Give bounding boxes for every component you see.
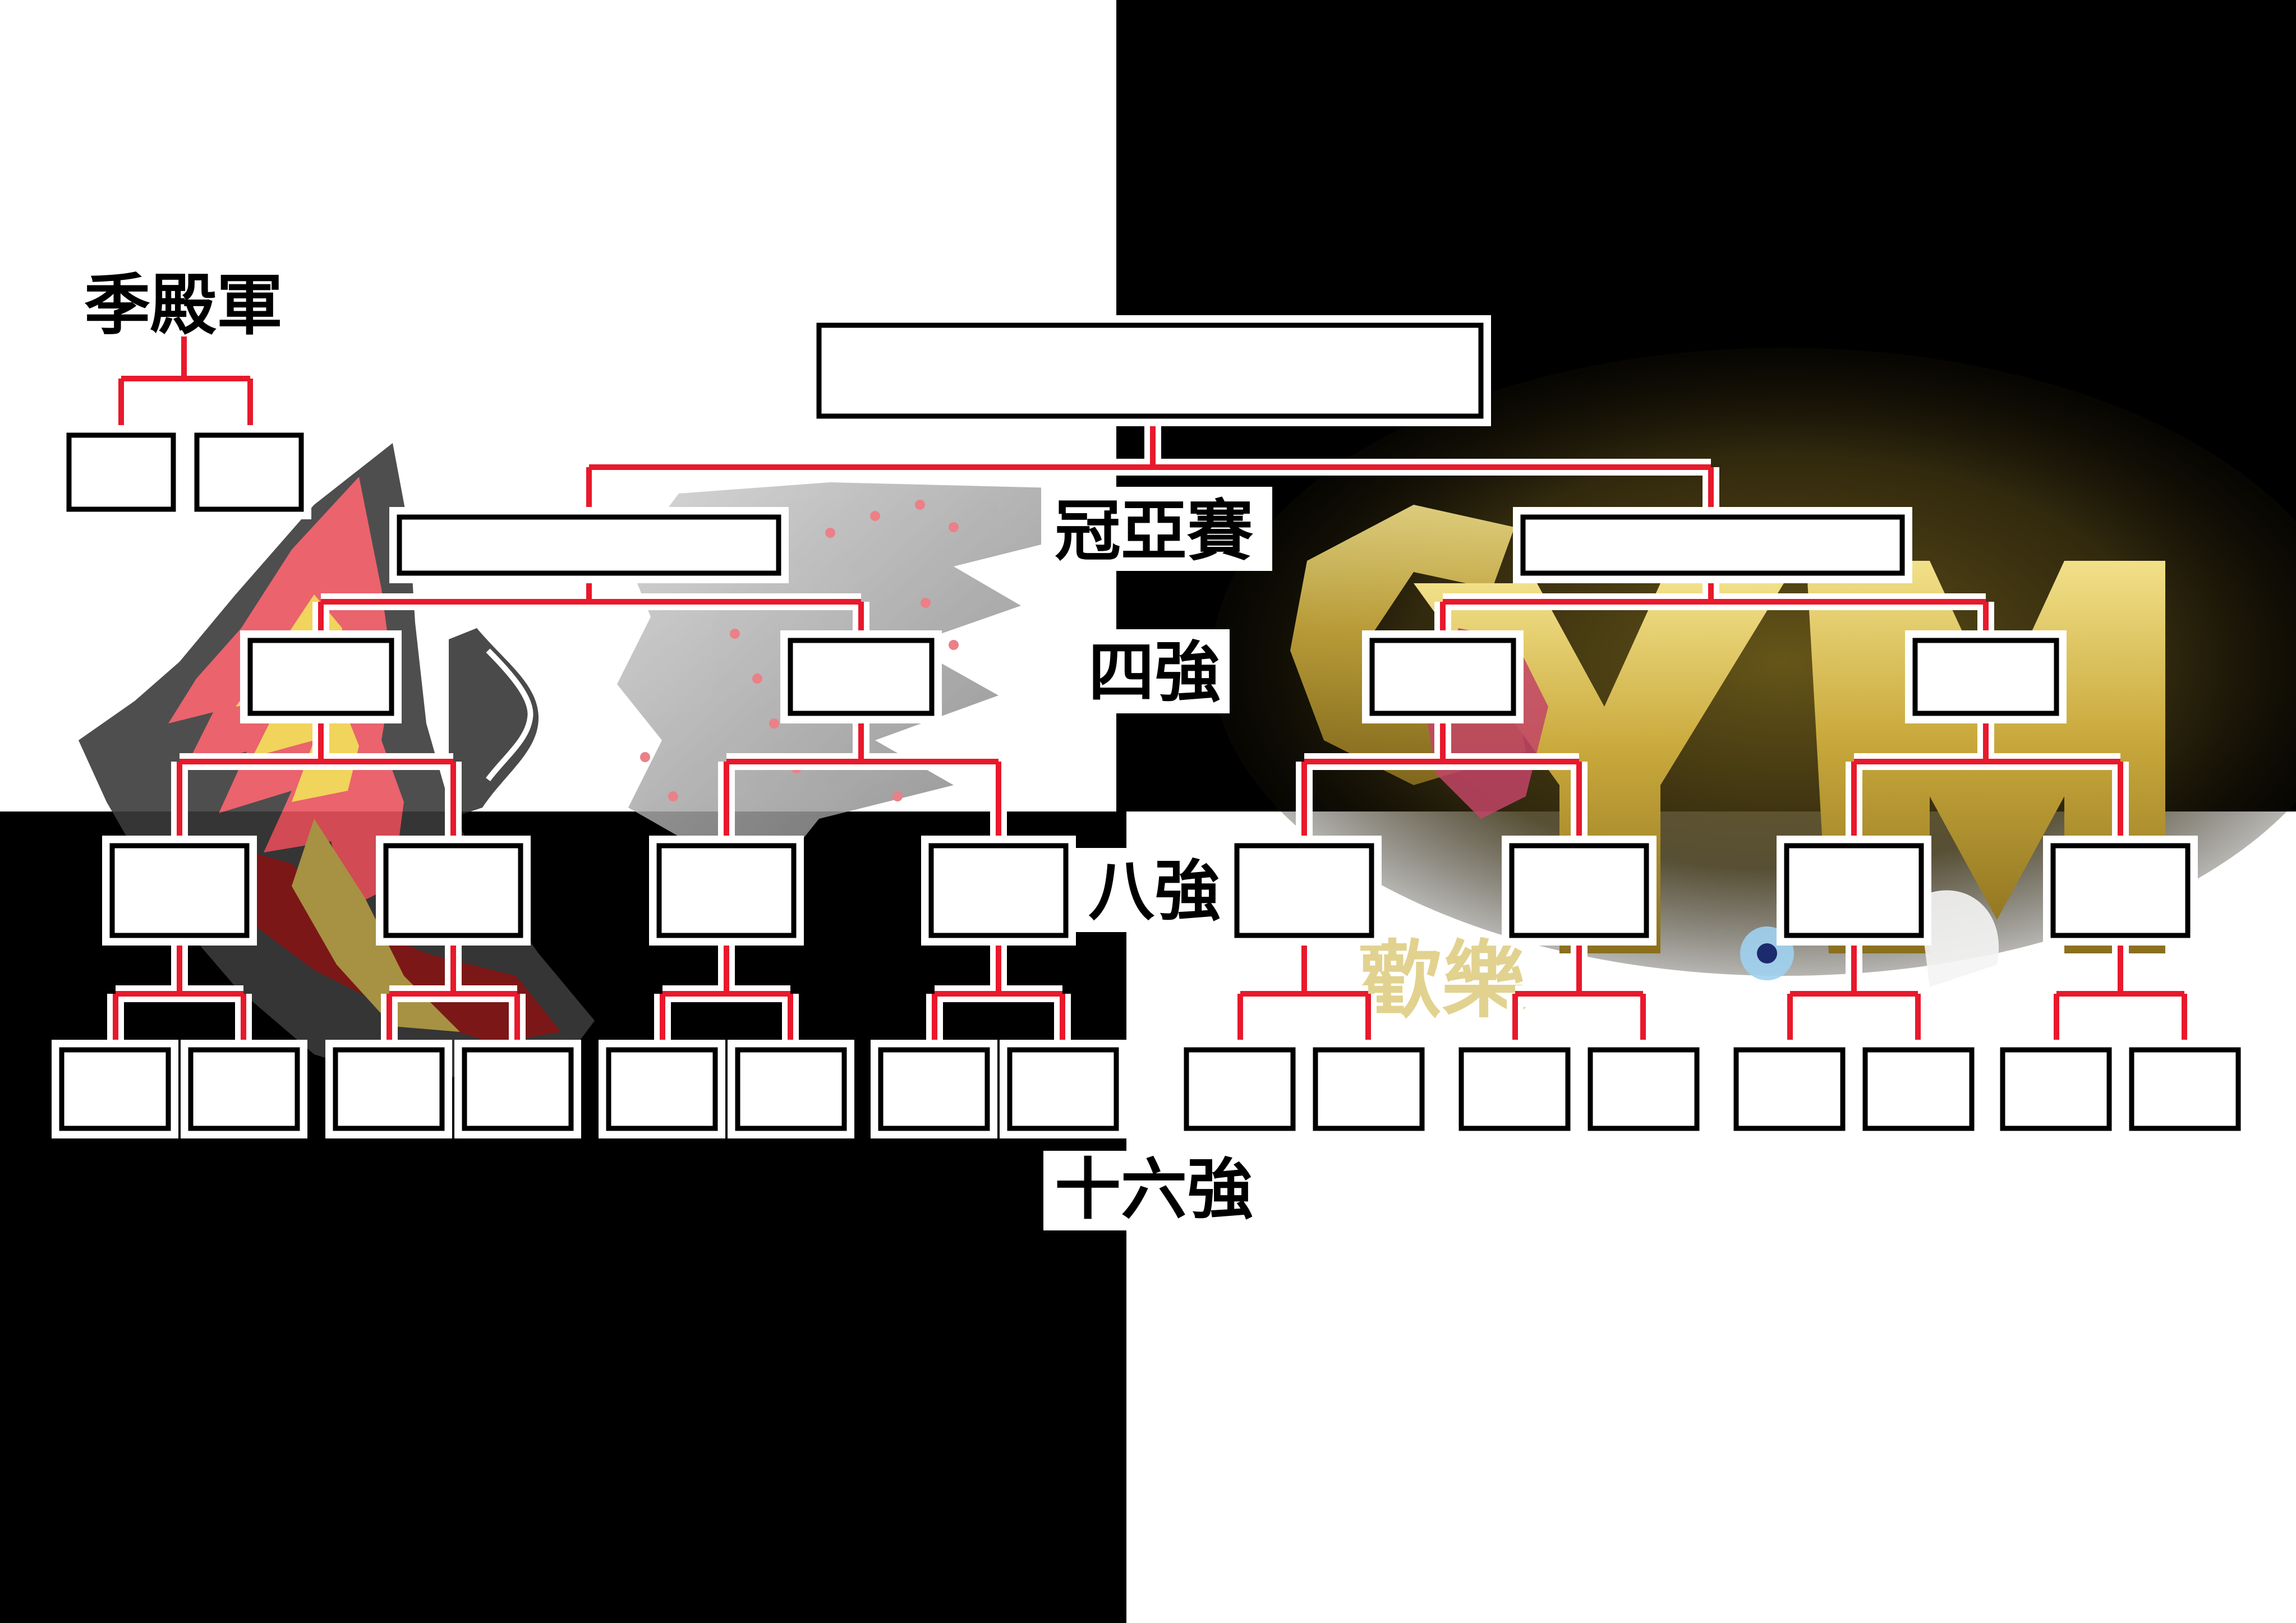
semifinal-slot-2 [1520, 514, 1905, 576]
round-of-16-slot-14 [1862, 1047, 1975, 1131]
round-of-8-label: 八強 [1088, 852, 1221, 930]
connector-r8-4 [932, 935, 1065, 1050]
svg-text:歡樂: 歡樂 [1358, 932, 1526, 1030]
connector-r8-6 [1512, 935, 1646, 1050]
round-of-16-slot-13 [1733, 1047, 1846, 1131]
round-of-16-slot-11 [1458, 1047, 1571, 1131]
connector-final [586, 416, 1714, 518]
round-of-16-slot-8 [1007, 1047, 1119, 1131]
round-of-8-slot-8 [2050, 843, 2191, 938]
round-of-16-slot-12 [1588, 1047, 1700, 1131]
round-of-16-slot-1 [59, 1047, 171, 1131]
round-of-8-slot-5 [1234, 843, 1374, 938]
quarterfinal-slot-3 [1369, 638, 1516, 716]
round-of-16-slot-10 [1313, 1047, 1425, 1131]
season-champion-label: 季殿軍 [84, 266, 283, 344]
bracket-lines [107, 336, 2193, 1050]
third-place-slot-1 [66, 432, 176, 512]
quarterfinal-slot-1 [247, 638, 394, 716]
round-of-16-label: 十六強 [1055, 1151, 1253, 1228]
round-of-8-slot-2 [383, 843, 523, 938]
connector-qf-4 [1851, 713, 2123, 846]
connector-semi-1 [318, 573, 864, 639]
round-labels: 季殿軍 冠亞賽 四強 八強 十六強 [84, 266, 1272, 1230]
round-of-16-slot-3 [333, 1047, 445, 1131]
round-of-16-slot-4 [462, 1047, 574, 1131]
round-of-16-slot-5 [606, 1047, 718, 1131]
connector-qf-3 [1301, 713, 1582, 846]
final-label: 冠亞賽 [1055, 492, 1253, 570]
connector-qf-1 [177, 713, 456, 846]
round-of-16-slot-15 [2000, 1047, 2112, 1131]
quarterfinal-slot-4 [1912, 638, 2059, 716]
champion-slot [816, 322, 1484, 419]
round-of-16-slot-7 [878, 1047, 990, 1131]
round-of-16-slot-16 [2129, 1047, 2241, 1131]
quarterfinal-label: 四強 [1088, 634, 1221, 711]
connector-r8-2 [386, 935, 520, 1050]
quarterfinal-slot-2 [788, 638, 935, 716]
third-place-slot-2 [194, 432, 304, 512]
round-of-8-slot-4 [928, 843, 1069, 938]
connector-r8-1 [113, 935, 246, 1050]
round-of-8-slot-6 [1509, 843, 1649, 938]
connector-qf-2 [724, 713, 1001, 846]
connector-r8-5 [1237, 935, 1371, 1050]
connector-third-place [118, 336, 253, 436]
round-of-8-slot-1 [109, 843, 250, 938]
bracket-slots [52, 315, 2248, 1138]
round-of-16-slot-9 [1184, 1047, 1296, 1131]
round-of-8-slot-3 [656, 843, 797, 938]
connector-r8-8 [2054, 935, 2187, 1050]
round-of-16-slot-2 [188, 1047, 300, 1131]
connector-r8-7 [1787, 935, 1921, 1050]
connector-r8-3 [660, 935, 793, 1050]
round-of-16-slot-6 [735, 1047, 847, 1131]
round-of-8-slot-7 [1784, 843, 1924, 938]
connector-semi-2 [1440, 573, 1989, 639]
semifinal-slot-1 [397, 514, 781, 576]
